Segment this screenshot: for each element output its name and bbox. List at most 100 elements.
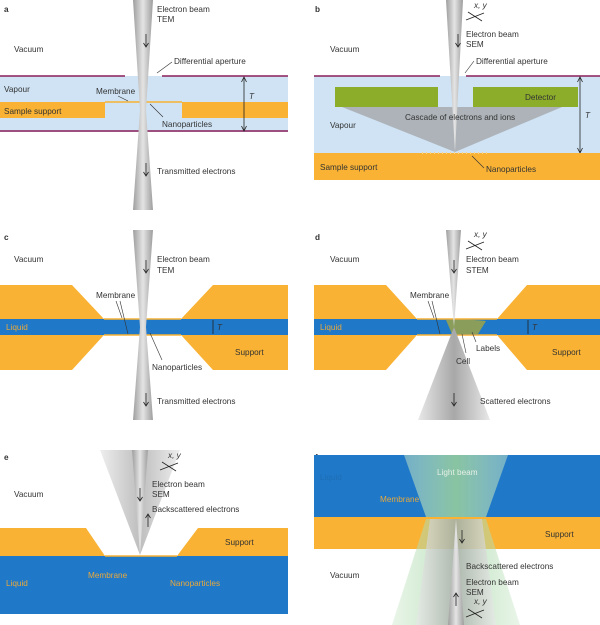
nanoparticles-label-a: Nanoparticles — [162, 120, 212, 129]
membrane-label-a: Membrane — [96, 87, 136, 96]
panel-letter-c: c — [4, 233, 9, 242]
membrane-leader-d-1 — [427, 300, 435, 319]
panel-e: e Vacuum x, y Electron beam SEM Backscat… — [0, 450, 288, 614]
scattered-arrowhead-d — [451, 401, 457, 407]
membrane-label-c: Membrane — [96, 291, 136, 300]
T-label-a: T — [249, 92, 255, 101]
support-right-e — [177, 528, 288, 556]
panel-letter-b: b — [315, 5, 320, 14]
electron-beam-d — [446, 230, 461, 327]
xy-label-b: x, y — [473, 1, 488, 10]
sample-support-right-a — [182, 102, 288, 118]
backscattered-label-f: Backscattered electrons — [466, 562, 553, 571]
xy-arrow-2-b — [467, 11, 483, 22]
T-label-d: T — [532, 323, 538, 332]
support-label-c: Support — [235, 348, 264, 357]
T-arrowheads-a — [241, 76, 247, 132]
cell-d — [446, 319, 486, 334]
aperture-label-b: Differential aperture — [476, 57, 548, 66]
beam-arrowhead-d — [451, 268, 457, 274]
membrane-label-d: Membrane — [410, 291, 450, 300]
vapour-label-b: Vapour — [330, 121, 356, 130]
liquid-label-f: Liquid — [320, 473, 342, 482]
beam-label-a: Electron beam — [157, 5, 210, 14]
beam-arrowhead-c — [143, 268, 149, 274]
sample-support-label-a: Sample support — [4, 107, 62, 116]
beam-arrowhead-f — [453, 592, 459, 598]
transmitted-arrowhead-c — [143, 401, 149, 407]
support-lower-left-d — [314, 335, 417, 370]
detector-left-b — [335, 87, 438, 107]
aperture-leader-a — [156, 61, 173, 74]
xy-label-d: x, y — [473, 230, 488, 239]
nanoparticle-leader-a — [149, 103, 164, 118]
nanoparticles-label-e: Nanoparticles — [170, 579, 220, 588]
xy-arrow-2-f — [467, 608, 483, 619]
panel-d: d Vacuum x, y Electron beam STEM Membran… — [314, 230, 600, 420]
mode-label-e: SEM — [152, 490, 170, 499]
beam-label-d: Electron beam — [466, 255, 519, 264]
vacuum-label-b: Vacuum — [330, 45, 360, 54]
sample-support-b — [314, 153, 600, 180]
mode-label-f: SEM — [466, 588, 484, 597]
light-beam-label-f: Light beam — [437, 468, 478, 477]
scattered-label-d: Scattered electrons — [480, 397, 551, 406]
light-beam-f — [404, 455, 508, 517]
beam-label-c: Electron beam — [157, 255, 210, 264]
membrane-leader-c-1 — [115, 300, 123, 319]
mode-label-d: STEM — [466, 266, 489, 275]
backscatter-arrowhead-e — [145, 513, 151, 519]
electron-beam-a — [133, 0, 153, 210]
labels-label-d: Labels — [476, 344, 500, 353]
support-upper-left-d — [314, 285, 417, 319]
nanoparticles-label-b: Nanoparticles — [486, 165, 536, 174]
nanoparticle-leader-b — [471, 155, 485, 169]
liquid-label-e: Liquid — [6, 579, 28, 588]
cell-label-d: Cell — [456, 357, 470, 366]
beam-label-b: Electron beam — [466, 30, 519, 39]
panel-letter-a: a — [4, 5, 9, 14]
T-label-b: T — [585, 111, 591, 120]
xy-arrow-2-d — [467, 240, 483, 251]
vacuum-label-a: Vacuum — [14, 45, 44, 54]
transmitted-label-a: Transmitted electrons — [157, 167, 235, 176]
liquid-label-c: Liquid — [6, 323, 28, 332]
cell-leader-d — [461, 333, 467, 354]
support-lower-right-c — [181, 335, 288, 370]
support-label-e: Support — [225, 538, 254, 547]
mode-label-b: SEM — [466, 40, 484, 49]
aperture-label-a: Differential aperture — [174, 57, 246, 66]
liquid-layer-e — [0, 556, 288, 614]
electron-beam-e — [132, 450, 148, 555]
vacuum-label-c: Vacuum — [14, 255, 44, 264]
xy-label-e: x, y — [167, 451, 182, 460]
transmitted-arrowhead-a — [143, 171, 149, 177]
backscattered-label-e: Backscattered electrons — [152, 505, 239, 514]
panel-c: c Vacuum Electron beam TEM Membrane Liqu… — [0, 230, 288, 420]
membrane-label-f: Membrane — [380, 495, 420, 504]
sample-support-label-b: Sample support — [320, 163, 378, 172]
support-upper-right-d — [497, 285, 600, 319]
detector-label-b: Detector — [525, 93, 556, 102]
nanoparticles-label-c: Nanoparticles — [152, 363, 202, 372]
panel-f: f Liquid Light beam Membrane Support Vac… — [314, 453, 600, 625]
nanoparticle-leader-c — [149, 332, 163, 361]
membrane-label-e: Membrane — [88, 571, 128, 580]
vacuum-label-e: Vacuum — [14, 490, 44, 499]
support-lower-left-c — [0, 335, 104, 370]
mode-label-c: TEM — [157, 266, 174, 275]
support-upper-left-c — [0, 285, 104, 319]
xy-arrow-2-e — [161, 461, 177, 472]
cascade-label-b: Cascade of electrons and ions — [405, 113, 515, 122]
panel-b: b Vacuum x, y Electron beam SEM Differen… — [314, 0, 600, 180]
sample-support-left-a — [0, 102, 105, 118]
panel-letter-e: e — [4, 453, 9, 462]
support-lower-right-d — [497, 335, 600, 370]
vacuum-label-d: Vacuum — [330, 255, 360, 264]
beam-label-f: Electron beam — [466, 578, 519, 587]
membrane-leader-a — [117, 95, 129, 102]
membrane-leader-d-2 — [431, 300, 441, 335]
mode-label-a: TEM — [157, 15, 174, 24]
cascade-cone-b — [342, 107, 562, 152]
